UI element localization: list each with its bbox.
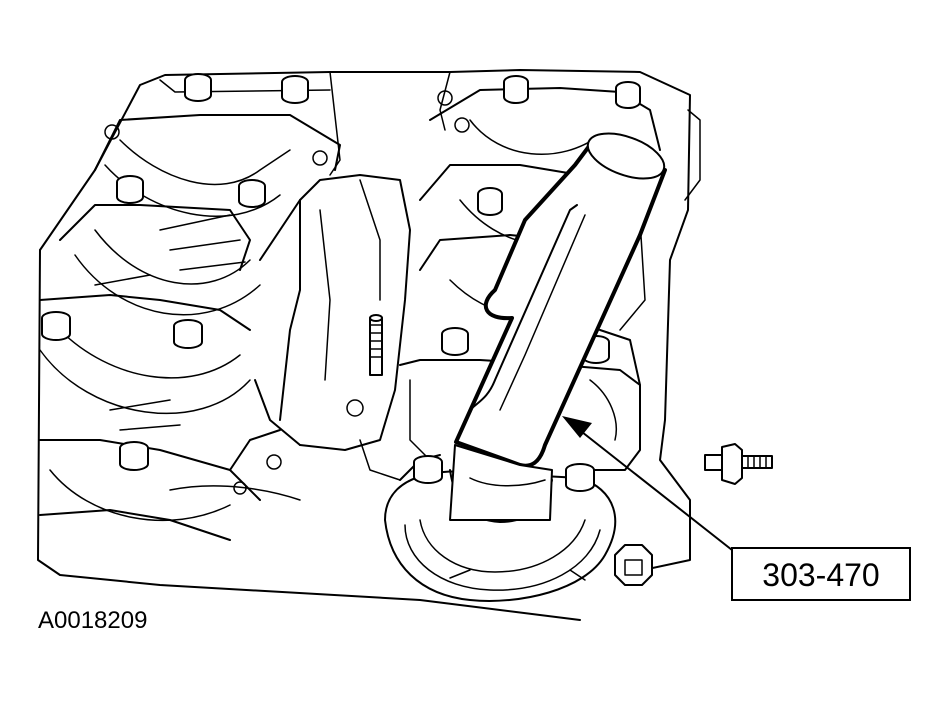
bolt (413, 455, 443, 484)
engine-block-outline (37, 69, 701, 621)
bolt (184, 73, 212, 102)
bolt (441, 327, 469, 356)
cap-bolts (41, 73, 641, 492)
bolt (615, 81, 641, 109)
bolt (116, 175, 144, 204)
center-bulkheads (169, 174, 441, 501)
bolt (477, 187, 503, 216)
hex-bolt (614, 544, 653, 586)
side-stud-bolt (704, 443, 773, 485)
left-bulkheads (39, 114, 341, 541)
bearing-cap (384, 469, 617, 602)
arrowhead (562, 416, 592, 438)
bolt (281, 75, 309, 104)
bolt (173, 319, 203, 349)
bolt (238, 179, 266, 208)
bolt (503, 75, 529, 104)
bolt-holes (104, 90, 470, 495)
figure-id: A0018209 (38, 607, 147, 634)
callout-box: 303-470 (731, 547, 911, 601)
bolt (119, 441, 149, 471)
bolt (41, 311, 71, 341)
callout-leader (562, 416, 733, 551)
bolt (565, 463, 595, 492)
tool-number-label: 303-470 (762, 557, 879, 593)
special-tool-303-470 (449, 132, 667, 521)
threaded-stud (369, 314, 383, 376)
